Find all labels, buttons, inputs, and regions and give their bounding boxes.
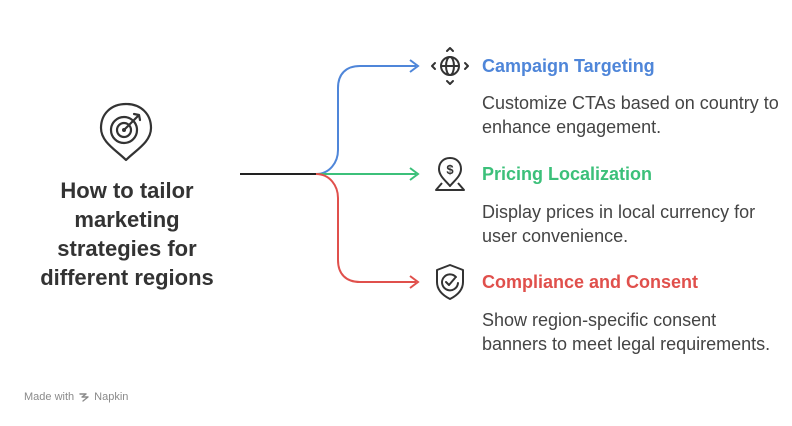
made-with-napkin: Made with Napkin bbox=[24, 391, 128, 403]
branch-desc-pricing: Display prices in local currency for use… bbox=[482, 202, 756, 246]
target-pin-icon bbox=[99, 102, 153, 162]
branch-title-campaign: Campaign Targeting bbox=[482, 56, 655, 76]
globe-icon bbox=[431, 47, 469, 85]
branch-desc-compliance: Show region-specific consent banners to … bbox=[482, 310, 771, 354]
arrow-compliance bbox=[409, 275, 420, 289]
napkin-brand: Napkin bbox=[94, 391, 129, 403]
branch-title-pricing: Pricing Localization bbox=[482, 164, 653, 184]
svg-text:$: $ bbox=[446, 162, 454, 177]
main-title: How to tailor marketing strategies for d… bbox=[40, 178, 214, 290]
price-location-icon: $ bbox=[435, 157, 465, 191]
arrow-pricing bbox=[409, 167, 420, 181]
connector-campaign bbox=[315, 65, 416, 175]
connector-compliance bbox=[315, 173, 416, 283]
arrow-campaign bbox=[409, 59, 420, 73]
shield-check-icon bbox=[436, 264, 464, 300]
made-with-label: Made with bbox=[24, 391, 75, 403]
branch-desc-campaign: Customize CTAs based on country to enhan… bbox=[482, 93, 779, 137]
branch-title-compliance: Compliance and Consent bbox=[482, 272, 699, 292]
napkin-logo-icon bbox=[79, 393, 89, 402]
